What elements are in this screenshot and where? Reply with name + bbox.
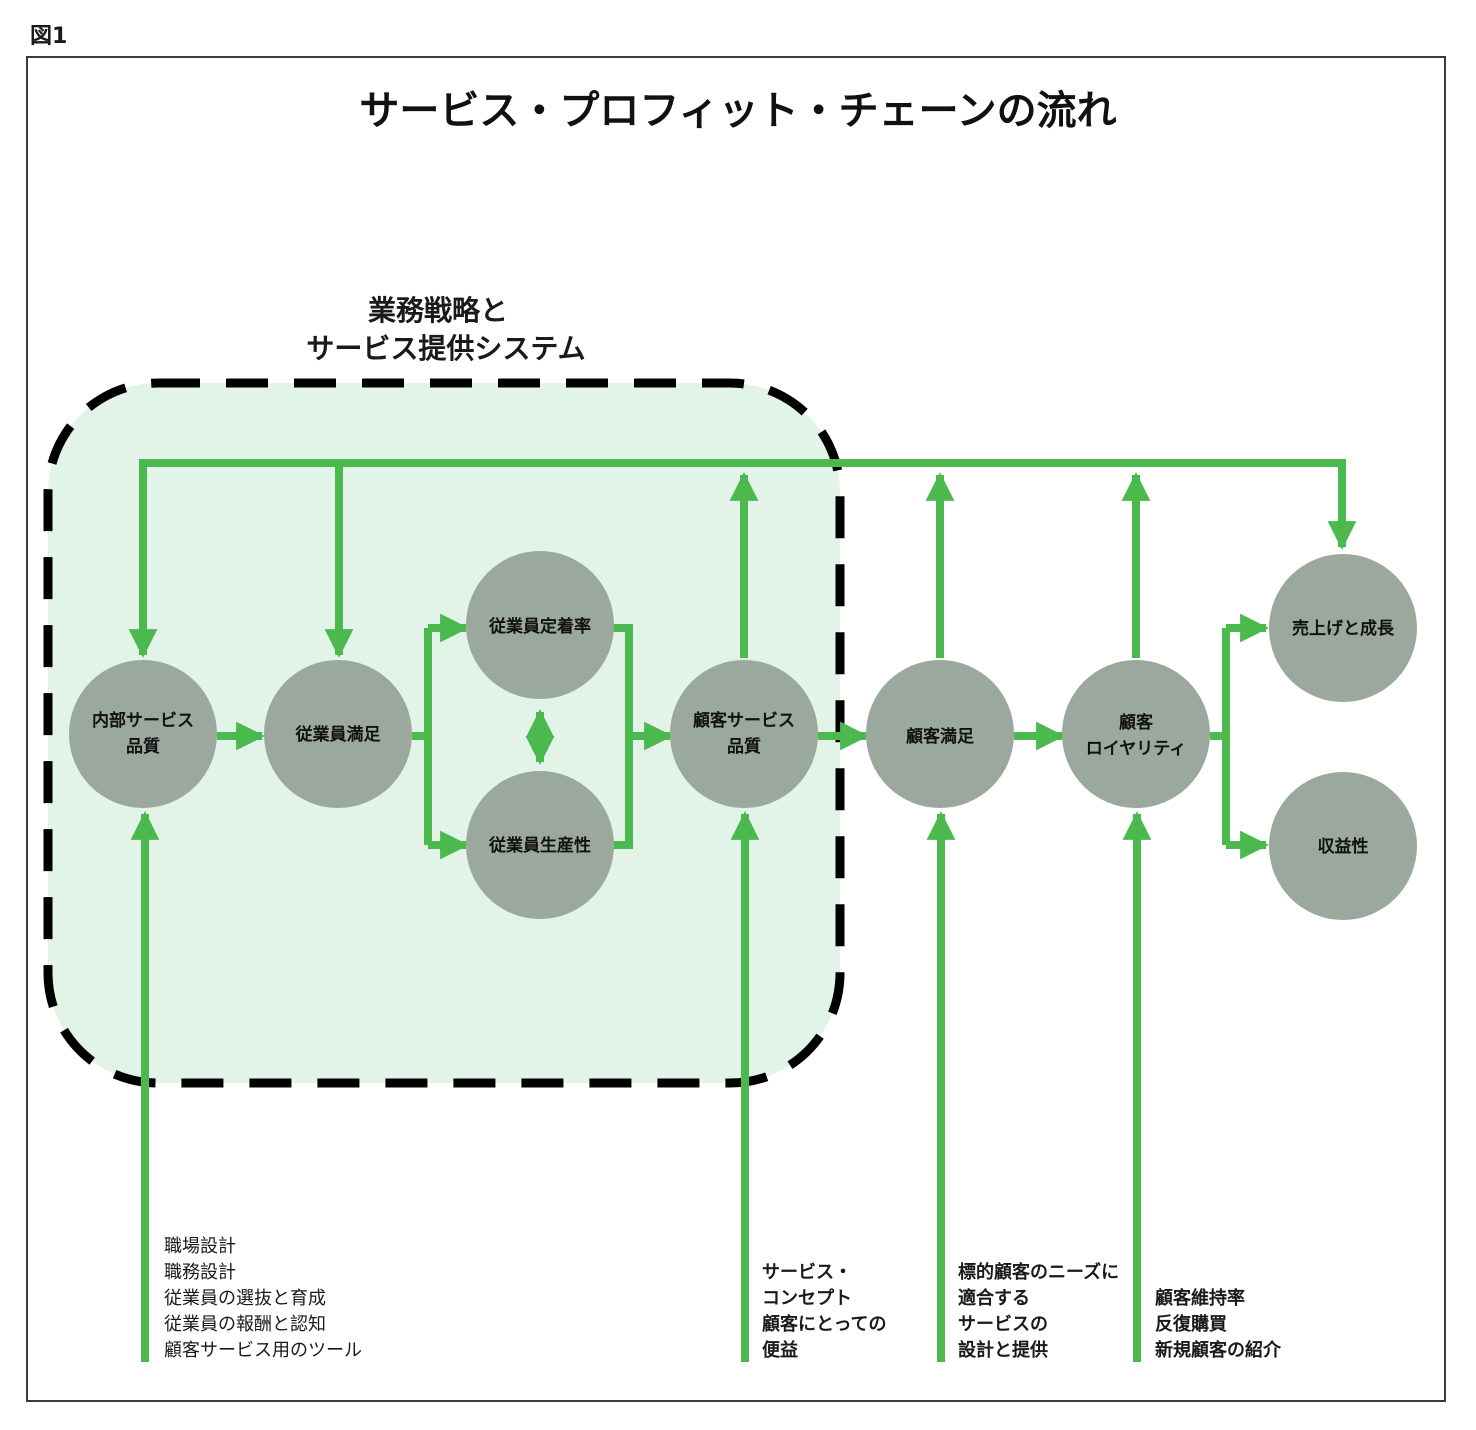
node-label: 従業員満足 xyxy=(295,724,381,745)
input-line: 顧客にとっての xyxy=(762,1313,887,1335)
figure-label: 図1 xyxy=(30,24,68,49)
input-line: 顧客サービス用のツール xyxy=(164,1340,362,1361)
node-label: 従業員生産性 xyxy=(488,835,591,856)
node-label: 顧客サービス xyxy=(693,710,795,731)
node-circle xyxy=(1269,554,1417,702)
group-label-line-2: サービス提供システム xyxy=(306,332,585,365)
node-customer-loyalty[interactable]: 顧客 ロイヤリティ xyxy=(1062,660,1210,808)
input-line: 顧客維持率 xyxy=(1155,1287,1245,1309)
inputs-loyalty: 顧客維持率 反復購買 新規顧客の紹介 xyxy=(1155,1287,1282,1361)
node-label: 内部サービス xyxy=(92,710,194,731)
input-line: 設計と提供 xyxy=(958,1339,1048,1361)
figure-frame xyxy=(26,56,1446,1402)
node-label: 従業員定着率 xyxy=(488,616,591,637)
input-line: サービスの xyxy=(958,1314,1048,1335)
input-line: 便益 xyxy=(762,1339,798,1361)
node-circle xyxy=(466,771,614,919)
input-line: サービス・ xyxy=(762,1262,852,1283)
connectors xyxy=(128,459,1357,1362)
node-internal-service-quality[interactable]: 内部サービス 品質 xyxy=(69,660,217,808)
node-revenue-growth[interactable]: 売上げと成長 xyxy=(1269,554,1417,702)
node-label: 顧客 xyxy=(1119,712,1154,733)
input-line: 反復購買 xyxy=(1155,1313,1227,1335)
node-label: ロイヤリティ xyxy=(1086,739,1186,759)
node-circle xyxy=(69,660,217,808)
node-label: 品質 xyxy=(126,736,160,757)
input-line: 新規顧客の紹介 xyxy=(1155,1339,1282,1361)
input-line: 職務設計 xyxy=(164,1262,236,1283)
node-label: 収益性 xyxy=(1318,836,1369,857)
node-external-service-value[interactable]: 顧客サービス 品質 xyxy=(670,660,818,808)
node-employee-productivity[interactable]: 従業員生産性 xyxy=(466,771,614,919)
node-employee-retention[interactable]: 従業員定着率 xyxy=(466,551,614,699)
node-circle xyxy=(1062,660,1210,808)
node-circle xyxy=(670,660,818,808)
node-circle xyxy=(466,551,614,699)
node-label: 顧客満足 xyxy=(906,726,974,747)
input-line: 従業員の報酬と認知 xyxy=(164,1314,326,1335)
input-line: 標的顧客のニーズに xyxy=(958,1261,1119,1283)
inputs-service-design: 標的顧客のニーズに 適合する サービスの 設計と提供 xyxy=(958,1261,1119,1361)
node-profitability[interactable]: 収益性 xyxy=(1269,772,1417,920)
diagram-title: サービス・プロフィット・チェーンの流れ xyxy=(359,88,1116,134)
node-label: 売上げと成長 xyxy=(1292,618,1395,639)
input-line: 従業員の選抜と育成 xyxy=(164,1288,326,1309)
input-line: コンセプト xyxy=(762,1287,852,1309)
nodes: 内部サービス 品質 従業員満足 従業員定着率 従業員生産性 顧客サービス 品質 … xyxy=(69,551,1417,920)
group-label-line-1: 業務戦略と xyxy=(368,294,508,327)
node-circle xyxy=(1269,772,1417,920)
input-line: 適合する xyxy=(958,1287,1030,1309)
node-circle xyxy=(264,660,412,808)
input-line: 職場設計 xyxy=(164,1236,236,1257)
inputs-service-concept: サービス・ コンセプト 顧客にとっての 便益 xyxy=(762,1262,887,1361)
node-label: 品質 xyxy=(727,736,761,757)
node-circle xyxy=(866,660,1014,808)
node-customer-satisfaction[interactable]: 顧客満足 xyxy=(866,660,1014,808)
inputs-internal-service: 職場設計 職務設計 従業員の選抜と育成 従業員の報酬と認知 顧客サービス用のツー… xyxy=(164,1236,362,1361)
node-employee-satisfaction[interactable]: 従業員満足 xyxy=(264,660,412,808)
